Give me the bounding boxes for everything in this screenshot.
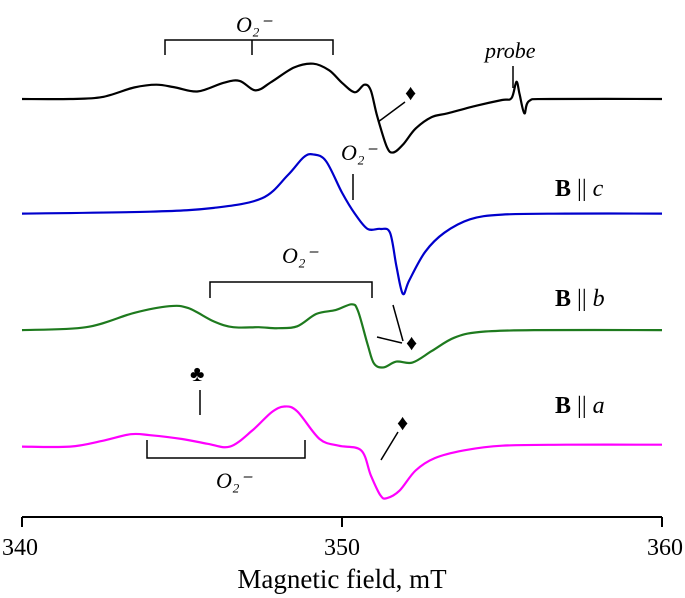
series-line-B_c xyxy=(21,153,663,296)
o2-label-a: O₂⁻ xyxy=(216,468,254,493)
o2-bracket-a xyxy=(146,440,306,459)
o2-label-c: O₂⁻ xyxy=(341,140,379,165)
o2-label-b: O₂⁻ xyxy=(282,243,320,268)
spectrum-curves xyxy=(21,62,663,500)
x-tick-label: 350 xyxy=(324,535,360,561)
orientation-label-c: B || c xyxy=(555,176,604,202)
o2-bracket-b xyxy=(209,281,373,298)
orientation-label-a: B || a xyxy=(555,393,605,419)
diamond-marker-a: ♦ xyxy=(397,410,408,435)
diamond-marker-b: ♦ xyxy=(406,330,417,355)
o2-bracket-top xyxy=(164,39,334,55)
orientation-label-b: B || b xyxy=(555,286,605,312)
x-tick-label: 360 xyxy=(647,535,683,561)
club-marker-a: ♣ xyxy=(190,361,204,386)
diamond-marker-b-line2 xyxy=(392,304,404,342)
series-line-B_b xyxy=(21,303,663,369)
diamond-marker-top: ♦ xyxy=(405,80,416,105)
diamond-marker-b-line1 xyxy=(376,336,403,344)
x-axis-ticks: 340 350 360 xyxy=(2,517,683,561)
diamond-marker-a-line xyxy=(380,431,399,461)
series-line-B_a xyxy=(21,405,663,500)
probe-label: probe xyxy=(483,38,536,63)
o2-label-top: O₂⁻ xyxy=(236,12,274,37)
x-axis-label: Magnetic field, mT xyxy=(237,564,447,594)
x-tick-label: 340 xyxy=(2,535,38,561)
series-line-top xyxy=(21,62,663,154)
diamond-marker-top-line xyxy=(377,101,406,123)
